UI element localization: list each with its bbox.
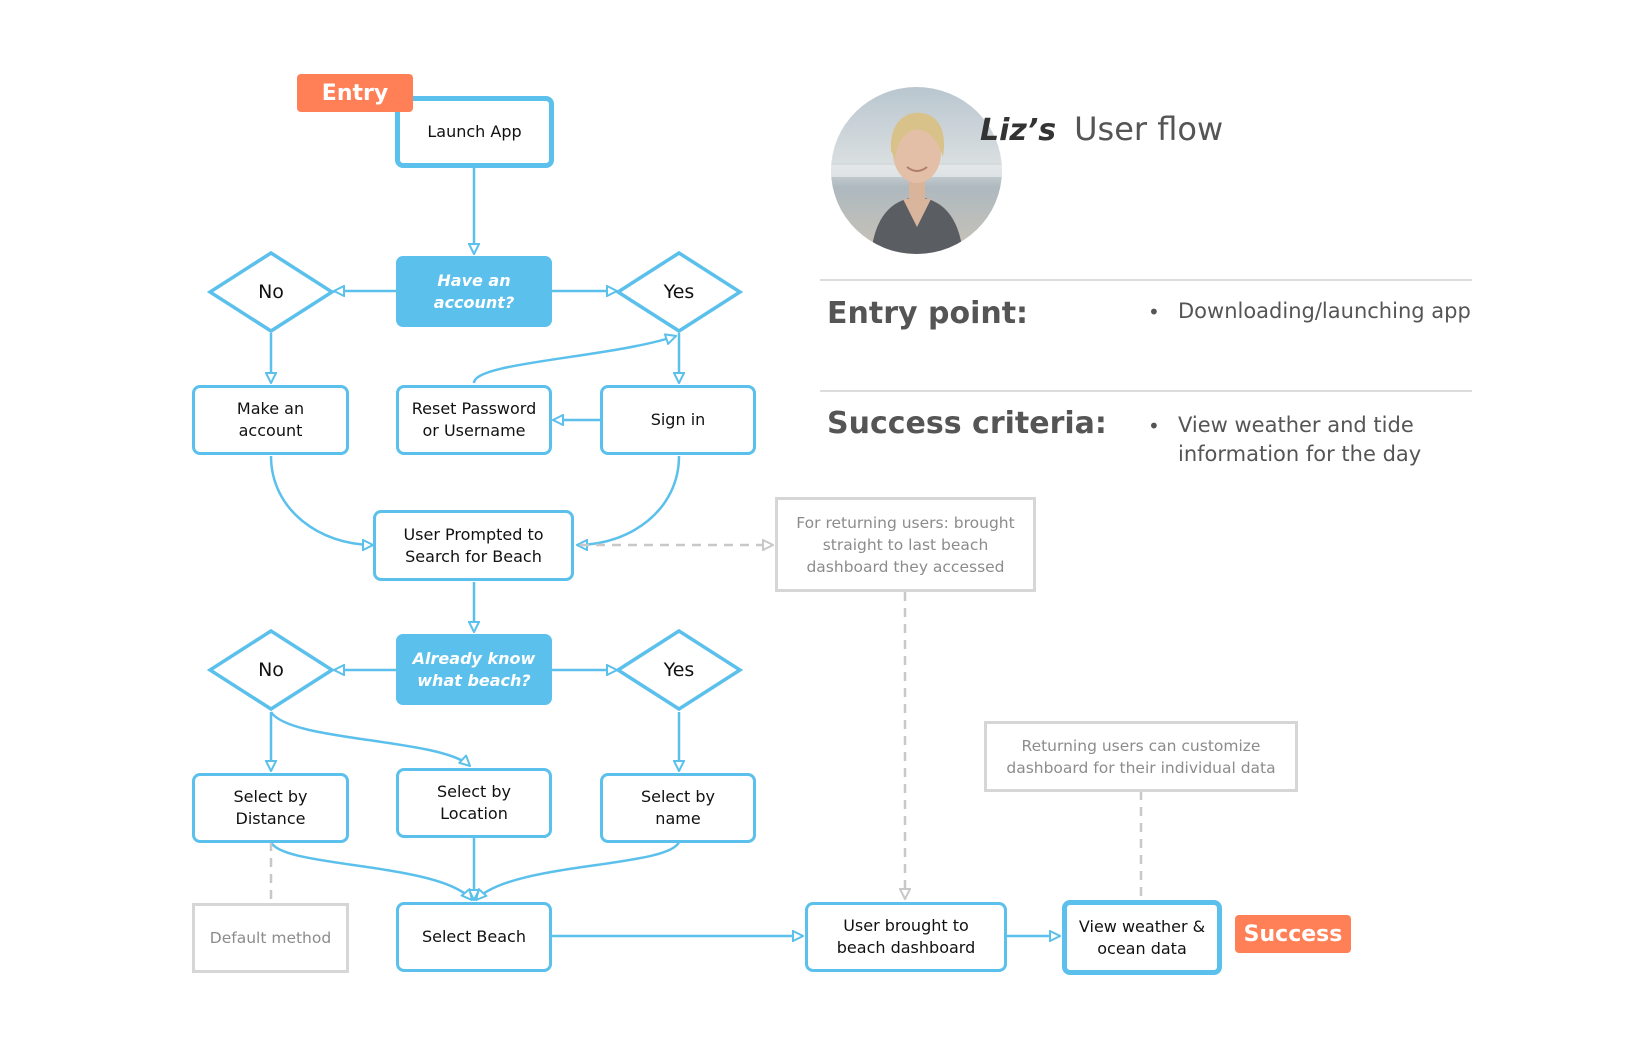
edge-sign-in-to-prompted — [577, 455, 681, 545]
success-criteria-label: Success criteria: — [827, 406, 1107, 441]
node-reset-password: Reset Password or Username — [396, 385, 552, 455]
node-select-name: Select by name — [600, 773, 756, 843]
page-title: Liz’s User flow — [980, 110, 1223, 154]
node-select-location: Select by Location — [396, 768, 552, 838]
divider-top — [820, 279, 1472, 281]
node-view-weather: View weather & ocean data — [1062, 900, 1222, 975]
title-text: User flow — [1074, 110, 1224, 148]
success-criteria-text: View weather and tide information for th… — [1178, 413, 1422, 466]
edge-no-to-location — [269, 711, 470, 766]
diamond-yes-1-label: Yes — [663, 281, 695, 303]
success-tag: Success — [1235, 915, 1351, 953]
node-user-prompted: User Prompted to Search for Beach — [373, 510, 574, 581]
diamond-no-1-label: No — [258, 281, 284, 303]
diamond-no-1 — [207, 250, 335, 334]
diamond-yes-1 — [615, 250, 743, 334]
node-sign-in: Sign in — [600, 385, 756, 455]
user-photo-icon — [831, 87, 1002, 254]
success-criteria-bullet: • — [1148, 414, 1160, 438]
persona-name: Liz’s — [980, 113, 1057, 148]
node-user-brought: User brought to beach dashboard — [805, 902, 1007, 972]
node-select-distance: Select by Distance — [192, 773, 349, 843]
node-default-method: Default method — [192, 903, 349, 973]
entry-point-label: Entry point: — [827, 296, 1029, 331]
diamond-yes-2 — [615, 628, 743, 712]
edge-distance-to-select-beach — [269, 841, 472, 900]
diamond-no-2 — [207, 628, 335, 712]
divider-middle — [820, 390, 1472, 392]
edge-reset-to-yes — [472, 336, 676, 384]
edge-name-to-select-beach — [476, 841, 681, 900]
entry-point-text: Downloading/launching app — [1178, 299, 1471, 323]
note-returning-users: For returning users: brought straight to… — [775, 497, 1036, 592]
entry-point-bullet: • — [1148, 300, 1160, 324]
entry-tag: Entry — [297, 74, 413, 112]
node-launch-app: Launch App — [395, 96, 554, 168]
node-have-account: Have an account? — [396, 256, 552, 327]
edge-make-account-to-prompted — [269, 455, 373, 545]
note-customize-dashboard: Returning users can customize dashboard … — [984, 721, 1298, 792]
node-make-account: Make an account — [192, 385, 349, 455]
diamond-no-2-label: No — [258, 659, 284, 681]
node-already-know: Already know what beach? — [396, 634, 552, 705]
diamond-yes-2-label: Yes — [663, 659, 695, 681]
node-select-beach: Select Beach — [396, 902, 552, 972]
